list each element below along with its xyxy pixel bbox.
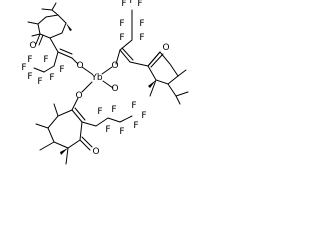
bond-enol-c-o bbox=[71, 97, 79, 111]
bond-cage-c-methyl2 bbox=[65, 147, 69, 165]
wedge-c bbox=[60, 148, 68, 155]
atom-f: F bbox=[139, 19, 144, 29]
bond-cf-c3 bbox=[119, 115, 133, 123]
atom-f: F bbox=[133, 121, 138, 131]
bond-cage-a-methyl3 bbox=[31, 33, 41, 37]
atom-f: F bbox=[129, 0, 134, 6]
bond-cage-c-methyl1 bbox=[39, 141, 55, 151]
bond-yb-o-bottom bbox=[81, 81, 93, 93]
atom-f: F bbox=[119, 19, 124, 29]
atom-o-enolate-c: O bbox=[75, 91, 82, 101]
atom-f: F bbox=[27, 72, 32, 82]
atom-f: F bbox=[97, 107, 102, 117]
atom-o-carbonyl-c: O bbox=[92, 147, 99, 157]
bond-enol-b1-double bbox=[121, 47, 134, 61]
atom-f: F bbox=[37, 77, 42, 87]
bond-cage-a-bridge bbox=[51, 9, 59, 16]
bond-cage-a-methyl2 bbox=[51, 2, 57, 11]
bond-cage-a bbox=[37, 14, 67, 39]
atom-f: F bbox=[137, 0, 142, 9]
wedge-a bbox=[66, 23, 72, 31]
atom-f: F bbox=[27, 55, 32, 65]
bond-cf-c1 bbox=[95, 117, 109, 127]
atom-f: F bbox=[111, 105, 116, 115]
bond-enol-a1 bbox=[49, 37, 59, 53]
bond-cf-a1 bbox=[53, 51, 59, 67]
bond-cf-a3 bbox=[33, 67, 45, 73]
bond-yb-o-left bbox=[81, 66, 93, 75]
bond-enol-b2 bbox=[129, 61, 149, 67]
atom-o-yb-right: O bbox=[111, 84, 118, 94]
bond-cage-b-methyl2 bbox=[175, 95, 181, 105]
atom-f: F bbox=[141, 111, 146, 121]
atom-f: F bbox=[59, 65, 64, 75]
wedge-b bbox=[148, 80, 156, 88]
bond-cage-c-methyl3 bbox=[35, 123, 49, 129]
atom-f: F bbox=[49, 73, 54, 83]
bond-co-b-double bbox=[150, 53, 164, 68]
bond-cage-a-methyl1 bbox=[41, 8, 53, 11]
atom-f: F bbox=[119, 127, 124, 137]
bond-enol-a2-double bbox=[59, 48, 73, 55]
bond-yb-o-right bbox=[102, 80, 114, 89]
atom-labels: Yb O O O O O O O F F F F F F F F F F F F… bbox=[21, 0, 169, 157]
bond-enol-c1-double bbox=[74, 107, 86, 121]
stereo-wedges bbox=[60, 23, 156, 155]
atom-f: F bbox=[119, 33, 124, 43]
atom-f: F bbox=[105, 125, 110, 135]
bond-cf-c2 bbox=[107, 117, 121, 123]
bond-co-c bbox=[79, 139, 91, 151]
bond-cage-b-methyl1 bbox=[175, 91, 189, 97]
bond-cf-a2 bbox=[43, 65, 55, 73]
bond-yb-o-top-right bbox=[101, 66, 113, 75]
bond-lines bbox=[27, 2, 189, 165]
atom-f: F bbox=[121, 0, 126, 9]
bond-cage-c-bridge bbox=[53, 103, 59, 117]
atom-f: F bbox=[139, 33, 144, 43]
molecule-drawing: Yb O O O O O O O F F F F F F F F F F F F… bbox=[21, 0, 189, 165]
bond-co-a-double bbox=[38, 34, 44, 46]
bond-enol-b1 bbox=[119, 49, 131, 63]
atom-yb: Yb bbox=[90, 73, 102, 83]
bond-co-c-double bbox=[81, 136, 93, 148]
structure-diagram: Yb O O O O O O O F F F F F F F F F F F F… bbox=[0, 0, 193, 179]
atom-f: F bbox=[131, 101, 136, 111]
bond-cage-b-c1 bbox=[149, 79, 157, 97]
atom-o-carbonyl-a: O bbox=[29, 41, 36, 51]
bond-co-a bbox=[35, 33, 41, 45]
bond-enol-c2 bbox=[81, 121, 97, 127]
bond-cage-b-methyl3 bbox=[177, 69, 187, 77]
atom-o-carbonyl-b: O bbox=[162, 43, 169, 53]
bond-enol-b-o bbox=[115, 49, 121, 65]
bond-enol-c1 bbox=[71, 109, 83, 123]
bond-enol-a2 bbox=[57, 51, 73, 59]
bond-enol-a-o bbox=[71, 57, 79, 65]
atom-f: F bbox=[21, 63, 26, 73]
bond-cage-b bbox=[147, 51, 179, 85]
bond-cage-a-c1 bbox=[27, 21, 39, 25]
atom-f: F bbox=[43, 55, 48, 65]
atom-o-enolate-a: O bbox=[76, 61, 83, 71]
atom-o-enolate-b: O bbox=[111, 61, 118, 71]
bond-cage-b-bridge bbox=[167, 83, 177, 97]
